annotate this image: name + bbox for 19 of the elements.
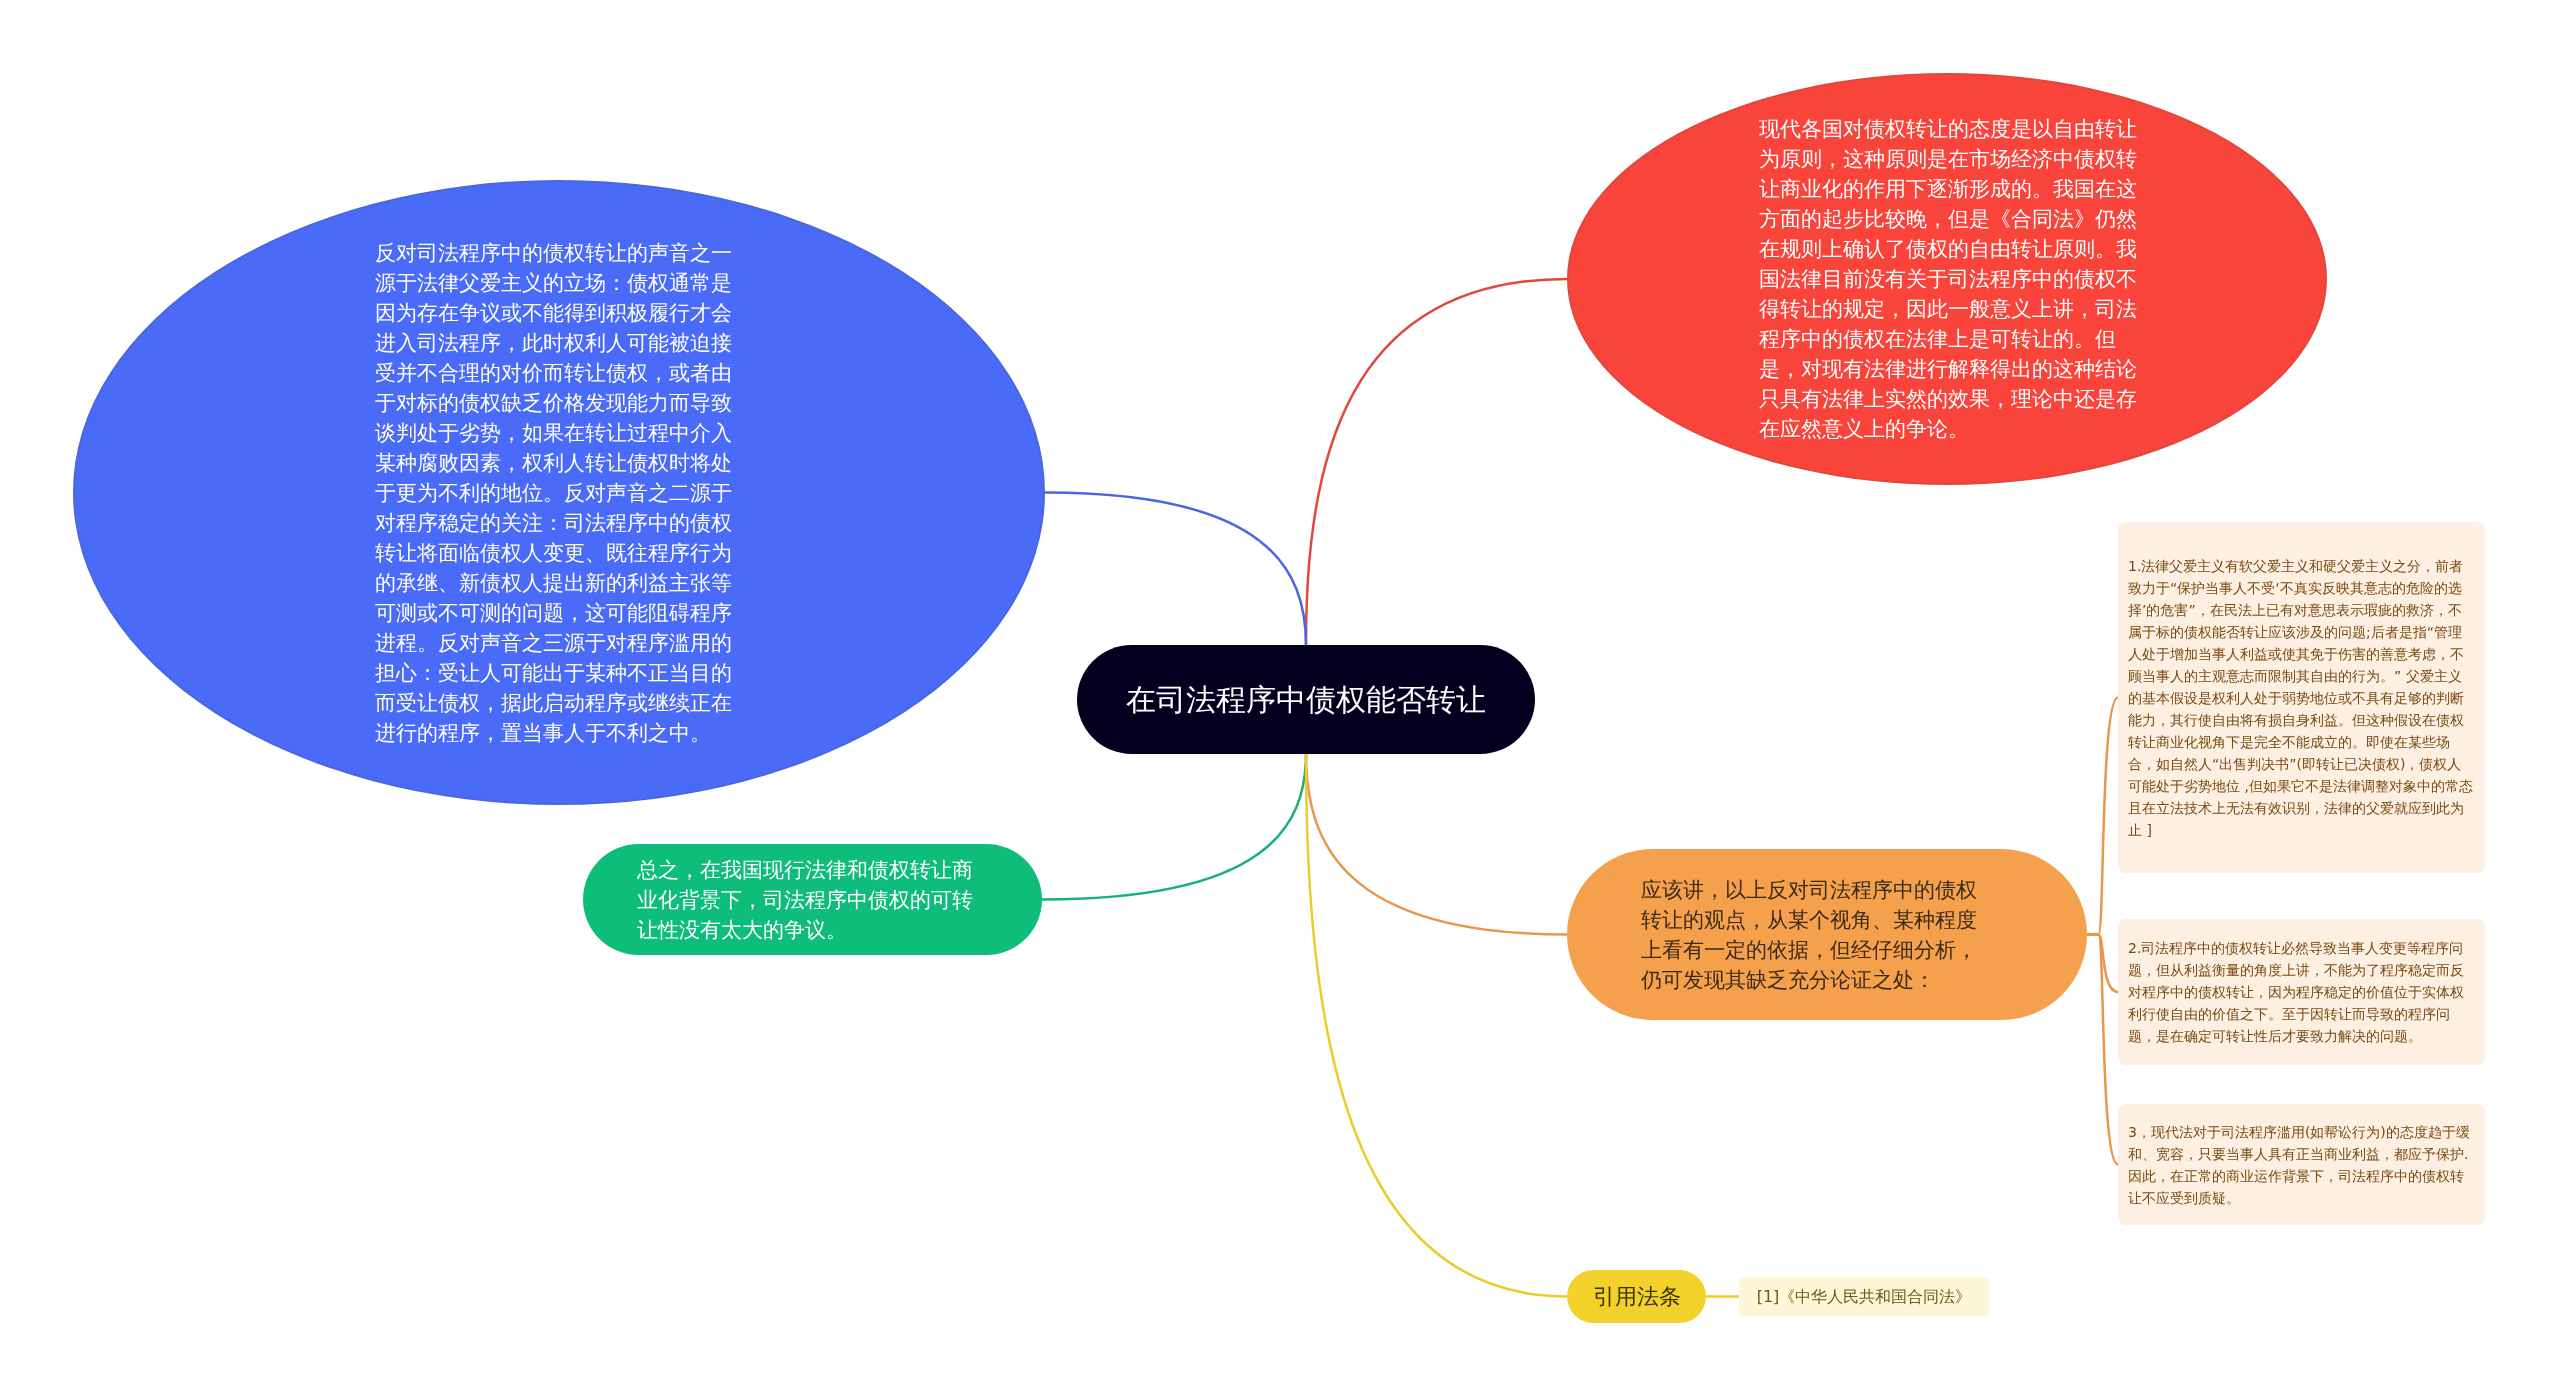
node-text: 1.法律父爱主义有软父爱主义和硬父爱主义之分，前者致力于“保护当事人不受‘不真实反映其意志的危险的选择’的危害”，在民法上已有对意思表示瑕疵的救济，不属于标的债权能否转让应该涉及的问题;后者是指“管理人处于增加当事人利益或使其免于伤害的善意考虑，不顾当事人的主观意志而限制其自由的行为。” 父爱主义的基本假设是权利人处于弱势地位或不具有足够的判断能力，其行使自由将有损自身利益。但这种假设在债权转让商业化视角下是完全不能成立的。即使在某些场合，如自然人“出售判决书”(即转让已决债权)，债权人可能处于劣势地位 ,但如果它不是法律调整对象中的常态且在立法技术上无法有效识别，法律的父爱就应到此为止 ]	[2128, 556, 2474, 840]
note-box	[2118, 522, 2485, 873]
note-box	[2118, 1104, 2485, 1225]
node-text: 应该讲，以上反对司法程序中的债权转让的观点，从某个视角、某种程度上看有一定的依据，但经仔细分析，仍可发现其缺乏充分论证之处：	[1641, 876, 1978, 994]
reference-box	[1739, 1277, 1989, 1316]
node-text: 引用法条	[1591, 1282, 1682, 1311]
connector-line	[1304, 754, 1568, 1298]
node-text: [1]《中华人民共和国合同法》	[1755, 1285, 1973, 1308]
topic-box	[1567, 1270, 1706, 1323]
connector-line	[1044, 491, 1308, 646]
node-text: 现代各国对债权转让的态度是以自由转让为原则，这种原则是在市场经济中债权转让商业化的作用下逐渐形成的。我国在这方面的起步比较晚，但是《合同法》仍然在规则上确认了债权的自由转让原则。我国法律目前没有关于司法程序中的债权不得转让的规定，因此一般意义上讲，司法程序中的债权在法律上是可转让的。但是，对现有法律进行解释得出的这种结论只具有法律上实然的效果，理论中还是存在应然意义上的争论。	[1759, 116, 2138, 443]
connector-line	[1706, 1295, 1739, 1298]
node-text: 2.司法程序中的债权转让必然导致当事人变更等程序问题，但从利益衡量的角度上讲，不能为了程序稳定而反对程序中的债权转让，因为程序稳定的价值位于实体权利行使自由的价值之下。至于因转让而导致的程序问题，是在确定可转让性后才要致力解决的问题。	[2128, 939, 2465, 1046]
node-text: 3，现代法对于司法程序滥用(如帮讼行为)的态度趋于缓和、宽容，只要当事人具有正当商业利益，都应予保护.因此，在正常的商业运作背景下，司法程序中的债权转让不应受到质疑。	[2128, 1122, 2471, 1208]
note-box	[2118, 919, 2485, 1065]
connector-line	[2087, 933, 2119, 1166]
node-text: 在司法程序中债权能否转让	[1125, 680, 1487, 719]
node-text: 反对司法程序中的债权转让的声音之一源于法律父爱主义的立场：债权通常是因为存在争议或不能得到积极履行才会进入司法程序，此时权利人可能被迫接受并不合理的对价而转让债权，或者由于对标的债权缺乏价格发现能力而导致谈判处于劣势，如果在转让过程中介入某种腐败因素，权利人转让债权时将处于更为不利的地位。反对声音之二源于对程序稳定的关注：司法程序中的债权转让将面临债权人变更、既往程序行为的承继、新债权人提出新的利益主张等可测或不可测的问题，这可能阻碍程序进程。反对声音之三源于对程序滥用的担心：受让人可能出于某种不正当目的而受让债权，据此启动程序或继续正在进行的程序，置当事人于不利之中。	[375, 239, 733, 747]
node-text: 总之，在我国现行法律和债权转让商业化背景下，司法程序中债权的可转让性没有太大的争议。	[637, 856, 974, 944]
